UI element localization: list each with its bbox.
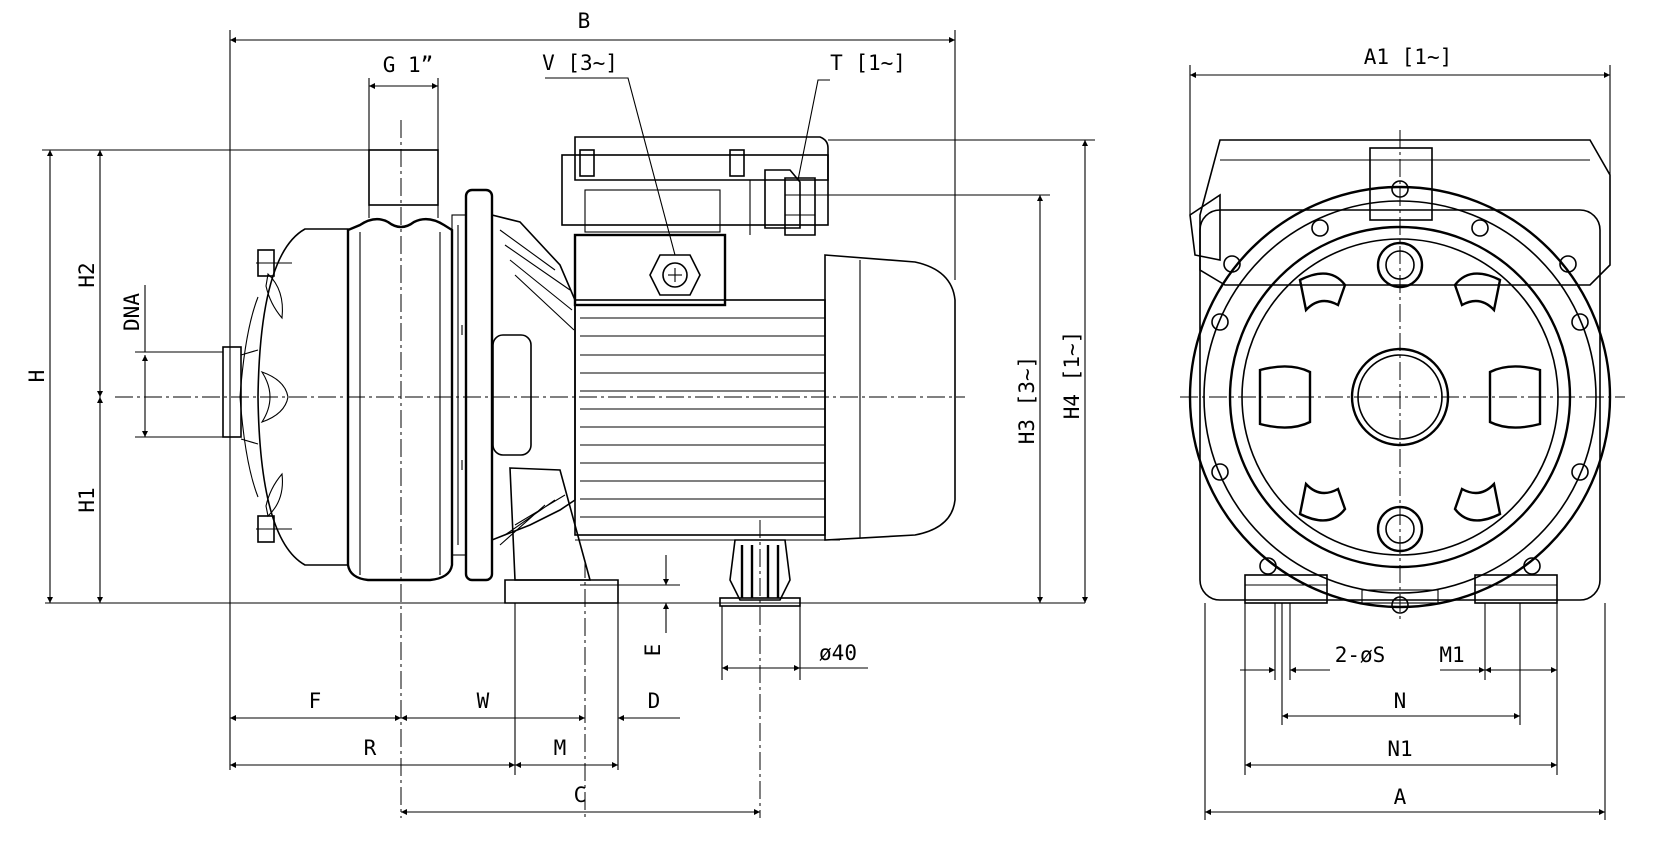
label-a1: A1 [1~] bbox=[1364, 45, 1453, 69]
volute-casing bbox=[222, 217, 454, 582]
pump-flange bbox=[451, 188, 494, 582]
label-d40: ø40 bbox=[819, 641, 857, 665]
label-dna: DNA bbox=[120, 293, 144, 331]
label-n: N bbox=[1394, 689, 1407, 713]
label-g: G 1” bbox=[383, 53, 434, 77]
side-view bbox=[45, 120, 1085, 818]
dimension-lines bbox=[42, 30, 1611, 820]
label-m1: M1 bbox=[1439, 643, 1464, 667]
motor-foot bbox=[719, 539, 801, 607]
terminal-box bbox=[561, 136, 829, 236]
label-h2: H2 bbox=[75, 262, 99, 287]
label-f: F bbox=[309, 689, 322, 713]
motor-body bbox=[573, 233, 956, 541]
label-a: A bbox=[1394, 785, 1407, 809]
label-h3: H3 [3~] bbox=[1015, 356, 1039, 445]
label-2-os: 2-øS bbox=[1335, 643, 1386, 667]
vent-plug bbox=[649, 254, 701, 296]
label-w: W bbox=[477, 689, 490, 713]
front-view bbox=[1180, 130, 1625, 620]
label-t: T [1~] bbox=[830, 51, 906, 75]
label-r: R bbox=[364, 736, 377, 760]
label-d: D bbox=[648, 689, 661, 713]
label-n1: N1 bbox=[1387, 737, 1412, 761]
label-v: V [3~] bbox=[542, 51, 618, 75]
label-m: M bbox=[554, 736, 567, 760]
label-e: E bbox=[641, 644, 665, 657]
label-h4: H4 [1~] bbox=[1060, 331, 1084, 420]
outlet-pipe bbox=[368, 149, 439, 218]
label-h1: H1 bbox=[75, 487, 99, 512]
label-h: H bbox=[25, 370, 49, 383]
label-b: B bbox=[578, 9, 591, 33]
label-c: C bbox=[574, 783, 587, 807]
dimension-labels: B G 1” V [3~] T [1~] A1 [1~] H H2 H1 DNA… bbox=[25, 9, 1465, 809]
